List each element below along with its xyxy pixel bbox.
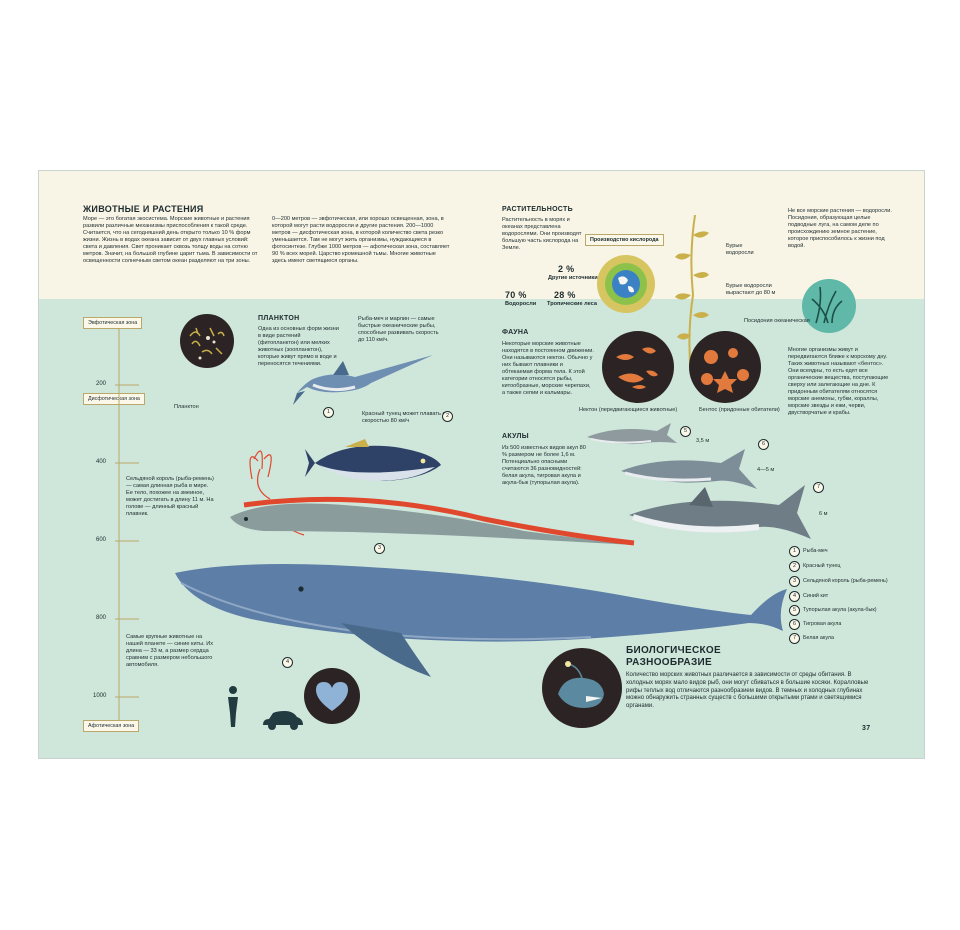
posidonia-text: Не все морские растения — водоросли. Пос… [788,208,892,249]
posidonia-icon [802,279,856,333]
heart-icon [304,668,360,724]
zone-aphotic: Афотическая зона [83,720,140,732]
blue-whale-illustration [175,564,787,677]
intro-col1: Море — это богатая экосистема. Морские ж… [83,216,258,264]
sharks-text: Из 500 известных видов акул 80 % размеро… [502,445,586,486]
legend-marker-1: 1 [789,546,800,557]
legend-marker-6: 6 [789,619,800,630]
legend-label-1: Рыба-меч [803,548,828,554]
page-number: 37 [862,725,871,732]
stat-28-label: Тропические леса [547,301,597,307]
tuna-note: Красный тунец может плавать со скоростью… [362,411,449,424]
anglerfish-icon [542,648,622,728]
legend-label-6: Тигровая акула [803,621,842,627]
legend-label-7: Белая акула [803,635,835,641]
earth-globe-icon [597,255,655,313]
marker-2: 2 [442,411,453,422]
legend-label-2: Красный тунец [803,563,841,569]
fauna-text: Некоторые морские животные находятся в п… [502,341,594,396]
surface-band [39,171,924,299]
whale-note: Самые крупные животные на нашей планете … [126,634,214,668]
marker-7: 7 [813,482,824,493]
white-shark-illustration [629,485,811,539]
depth-200: 200 [96,381,107,387]
posidonia-label: Посидония океаническая [744,318,810,324]
shark5-size: 3,5 м [696,438,710,444]
intro-col2: 0—200 метров — эвфотическая, или хорошо … [272,216,450,264]
nekton-label: Нектон (передвигающиеся животные) [579,407,678,413]
oarfish-illustration [230,450,635,546]
kelp-growth: Бурые водоросли вырастают до 80 м [726,283,776,296]
bull-shark-illustration [587,423,677,445]
tuna-illustration [305,439,441,481]
marker-1: 1 [323,407,334,418]
benthos-text: Многие организмы живут и передвигаются б… [788,347,889,416]
fauna-nekton-icon [602,331,674,403]
vegetation-text: Растительность в морях и океанах предста… [502,217,582,251]
biodiversity-title-1: БИОЛОГИЧЕСКОЕ [626,645,721,656]
tiger-shark-illustration [621,449,757,489]
fauna-benthos-icon [689,331,761,403]
legend-marker-3: 3 [789,576,800,587]
shark6-size: 4—5 м [757,467,775,473]
stat-70: 70 % [505,290,527,300]
car-icon [263,711,303,730]
legend-marker-7: 7 [789,633,800,644]
stat-2-label: Другие источники [548,275,598,281]
zone-dysphotic: Дисфотическая зона [83,393,145,405]
oxygen-title: Производство кислорода [585,234,664,246]
zone-euphotic: Эвфотическая зона [83,317,143,329]
sharks-title: АКУЛЫ [502,433,529,440]
intro-title: ЖИВОТНЫЕ И РАСТЕНИЯ [83,204,204,214]
marker-3: 3 [374,543,385,554]
kelp-label: Бурые водоросли [726,243,754,256]
plankton-text: Одна из основных форм жизни в виде расте… [258,326,339,367]
legend-marker-2: 2 [789,561,800,572]
marker-5: 5 [680,426,691,437]
legend-marker-5: 5 [789,605,800,616]
shark7-size: 6 м [819,511,828,517]
benthos-label: Бентос (придонные обитатели) [699,407,780,413]
stat-70-label: Водоросли [505,301,537,307]
oarfish-note: Сельдяной король (рыба-ремень) — самая д… [126,476,214,517]
depth-1000: 1000 [93,693,107,699]
swordfish-illustration [293,355,433,405]
swordfish-note: Рыба-меч и марлин — самые быстрые океани… [358,316,439,343]
stat-2: 2 % [558,264,575,274]
plankton-title: ПЛАНКТОН [258,315,300,322]
plankton-icon [180,314,234,368]
human-icon [228,686,238,727]
legend-label-3: Сельдяной король (рыба-ремень) [803,578,888,584]
plankton-label: Планктон [174,404,199,410]
stat-28: 28 % [554,290,576,300]
legend-label-5: Тупорылая акула (акула-бык) [803,607,877,613]
depth-scale-line [115,329,139,720]
book-page: ЖИВОТНЫЕ И РАСТЕНИЯ Море — это богатая э… [38,170,925,759]
marker-4: 4 [282,657,293,668]
biodiversity-title-2: РАЗНООБРАЗИЕ [626,657,712,668]
depth-400: 400 [96,459,107,465]
depth-800: 800 [96,615,107,621]
kelp-icon [675,215,709,375]
biodiversity-text: Количество морских животных различается … [626,672,869,710]
fauna-title: ФАУНА [502,329,529,336]
depth-600: 600 [96,537,107,543]
marker-6: 6 [758,439,769,450]
legend-label-4: Синий кит [803,593,829,599]
legend-marker-4: 4 [789,591,800,602]
vegetation-title: РАСТИТЕЛЬНОСТЬ [502,206,573,213]
